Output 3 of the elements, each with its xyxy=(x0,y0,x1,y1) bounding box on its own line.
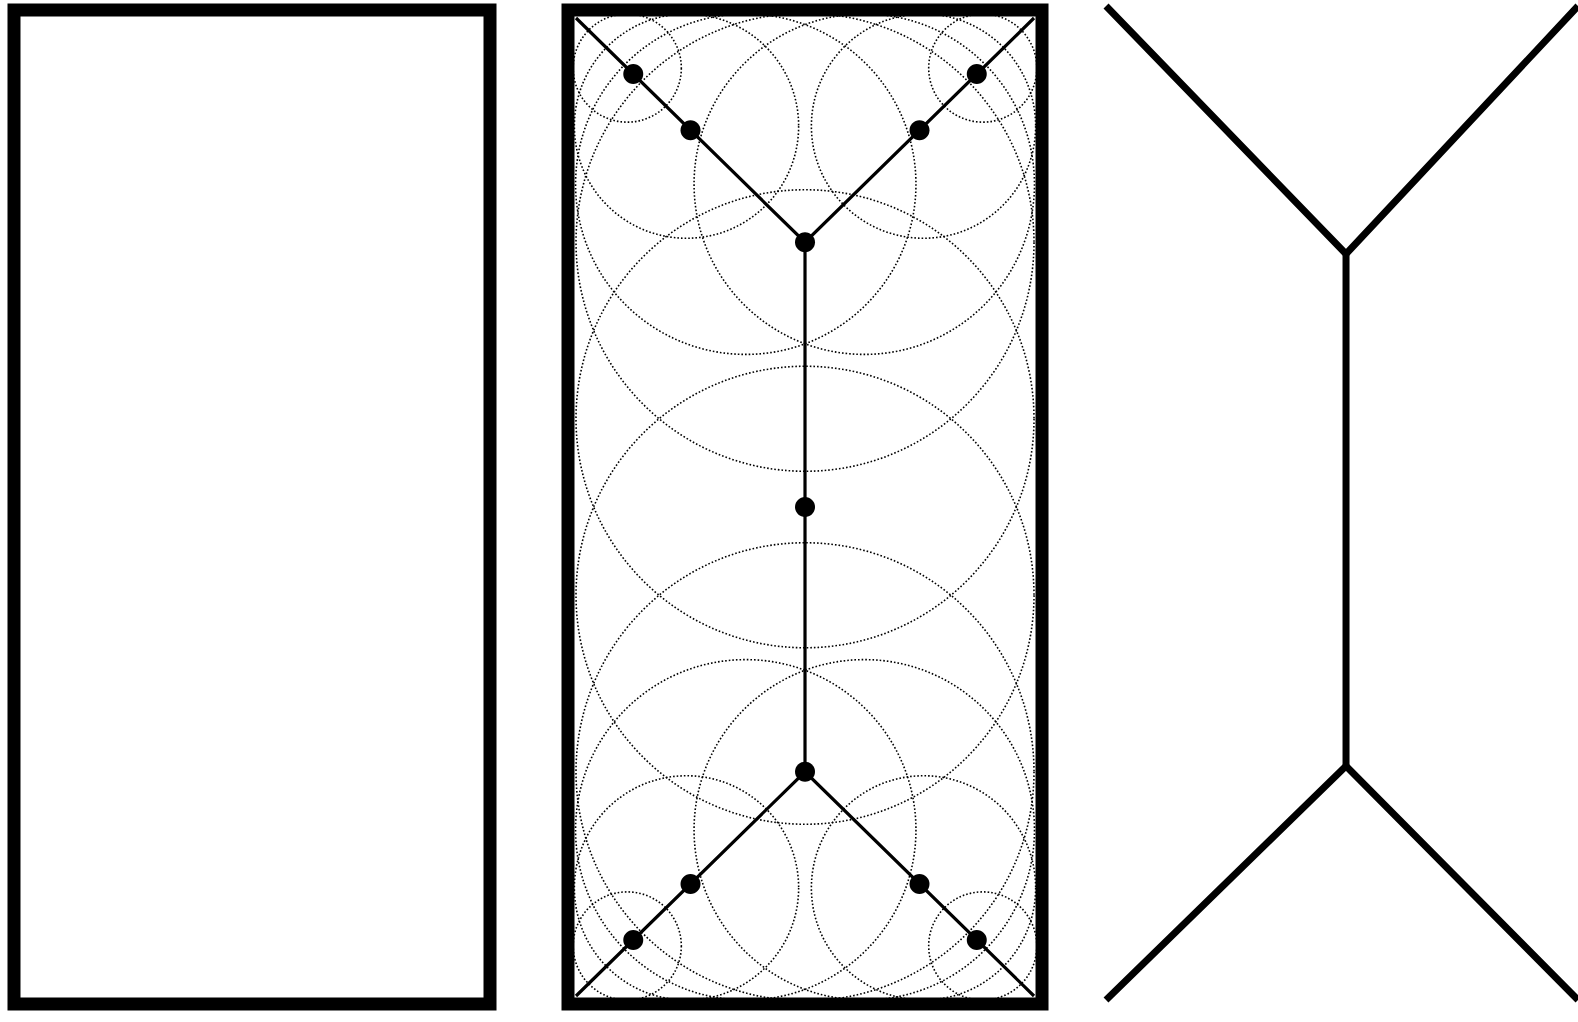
skeleton-drawing xyxy=(1103,3,1578,1003)
medial-axis-drawing xyxy=(561,3,1049,1011)
rectangle-drawing xyxy=(7,3,497,1011)
